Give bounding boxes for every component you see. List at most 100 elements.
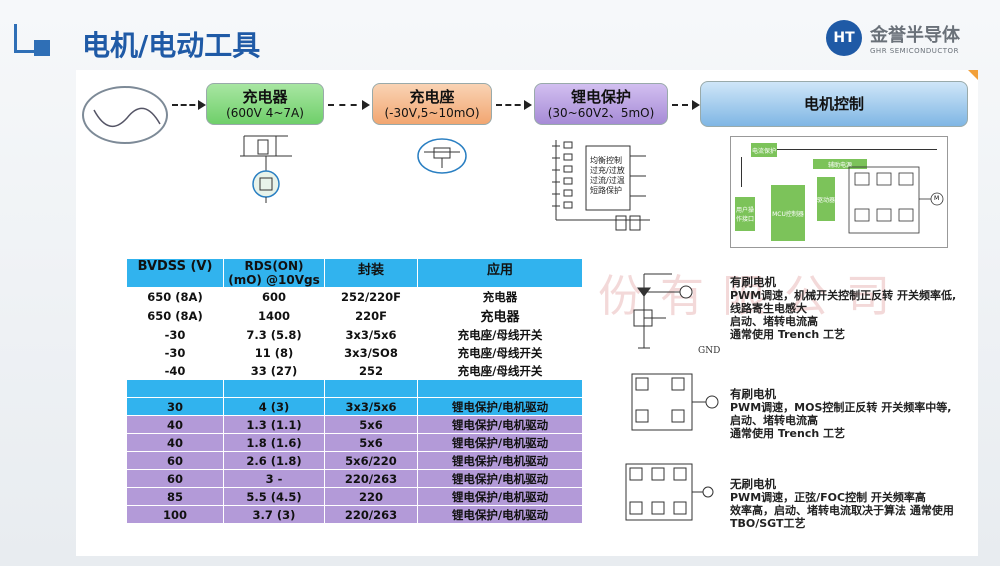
protect-label: 过充/过放: [590, 166, 625, 175]
flow-battery-protect: 锂电保护 (30~60V2、5mO): [534, 83, 668, 125]
table-cell: 3.7 (3): [223, 505, 325, 524]
flow-arrow-3: [496, 100, 532, 110]
slide-content: 充电器 (600V 4~7A) 充电座 (-30V,5~10mO) 锂电保护 (…: [76, 70, 978, 556]
table-cell: [126, 379, 224, 398]
note-title: 有刷电机: [730, 387, 776, 401]
table-cell: 5x6/220: [324, 451, 418, 470]
sine-wave-icon: [93, 107, 161, 127]
table-cell: 3x3/5x6: [324, 325, 418, 344]
table-cell: 85: [126, 487, 224, 506]
col-bvdss-label: BVDSS (V): [137, 259, 213, 274]
note-title: 有刷电机: [730, 275, 776, 289]
flow-battery-title: 锂电保护: [570, 87, 631, 106]
table-cell: 锂电保护/电机驱动: [417, 433, 583, 452]
table-cell: 220/263: [324, 469, 418, 488]
note-line: PWM调速，正弦/FOC控制 开关频率高: [730, 491, 926, 504]
flow-arrow-2: [328, 100, 370, 110]
table-cell: 锂电保护/电机驱动: [417, 469, 583, 488]
table-cell: 充电座/母线开关: [417, 343, 583, 362]
note-line: TBO/SGT工艺: [730, 517, 806, 530]
flow-arrow-1: [172, 100, 206, 110]
battery-protect-schematic: 均衡控制 过充/过放 过流/过温 短路保护: [550, 136, 660, 236]
brushed-hbridge-circuit: [631, 373, 719, 431]
table-cell: [223, 379, 325, 398]
table-cell: 5.5 (4.5): [223, 487, 325, 506]
flow-charger-sub: (600V 4~7A): [226, 105, 304, 120]
note-line: 通常使用 Trench 工艺: [730, 427, 846, 440]
flow-motor-title: 电机控制: [803, 95, 864, 113]
table-cell: 5x6: [324, 415, 418, 434]
table-cell: 锂电保护/电机驱动: [417, 415, 583, 434]
table-cell: 30: [126, 397, 224, 416]
charger-schematic-icon: [240, 135, 292, 203]
table-cell: 充电座/母线开关: [417, 325, 583, 344]
note-line: 通常使用 Trench 工艺: [730, 328, 846, 341]
note-line: PWM调速，MOS控制正反转 开关频率中等,: [730, 401, 952, 414]
table-cell: -30: [126, 325, 224, 344]
table-cell: 11 (8): [223, 343, 325, 362]
md-mcu: MCU控制器: [771, 185, 805, 241]
mosfet-spec-table: BVDSS (V) RDS(ON) (mO) @10Vgs 封装 应用 650 …: [126, 258, 583, 524]
motor-control-diagram: 电流保护 辅助电源 MCU控制器 驱动器 用户操作接口 M: [730, 136, 948, 248]
logo-en: GHR SEMICONDUCTOR: [870, 47, 959, 55]
flow-motor-control: 电机控制: [700, 81, 968, 127]
table-cell: 60: [126, 451, 224, 470]
table-cell: [417, 379, 583, 398]
col-rdson-label: RDS(ON) (mO) @10Vgs: [228, 259, 320, 287]
inverter-bridge-icon: [848, 166, 944, 234]
md-wire: [741, 157, 742, 187]
table-cell: 锂电保护/电机驱动: [417, 487, 583, 506]
note-brushed-2: 有刷电机 PWM调速，MOS控制正反转 开关频率中等, 启动、堵转电流高 通常使…: [730, 387, 952, 441]
note-line: 启动、堵转电流高: [730, 315, 818, 328]
table-cell: 充电座/母线开关: [417, 361, 583, 380]
company-logo: HT 金誉半导体 GHR SEMICONDUCTOR: [826, 20, 960, 56]
note-brushed-1: 有刷电机 PWM调速，机械开关控制正反转 开关频率低, 线路寄生电感大 启动、堵…: [730, 275, 956, 342]
page-title: 电机/电动工具: [82, 29, 261, 62]
battery-cells-icon: [552, 140, 650, 231]
flow-arrow-4: [672, 100, 700, 110]
table-cell: 650 (8A): [126, 305, 224, 326]
table-cell: 锂电保护/电机驱动: [417, 397, 583, 416]
flow-socket-title: 充电座: [409, 87, 455, 106]
protect-label: 过流/过温: [590, 176, 625, 185]
table-cell: 650 (8A): [126, 287, 224, 306]
table-cell: 5x6: [324, 433, 418, 452]
corner-accent: [968, 70, 978, 80]
table-cell: 40: [126, 415, 224, 434]
col-application: 应用: [417, 258, 583, 288]
protect-label: 短路保护: [590, 186, 622, 195]
col-bvdss: BVDSS (V): [126, 258, 224, 288]
md-ui: 用户操作接口: [735, 197, 755, 231]
table-cell: 1400: [223, 305, 325, 326]
flow-charger-title: 充电器: [242, 87, 288, 106]
col-rdson: RDS(ON) (mO) @10Vgs: [223, 258, 325, 288]
table-cell: 7.3 (5.8): [223, 325, 325, 344]
table-row: [126, 379, 583, 398]
table-cell: 3 -: [223, 469, 325, 488]
flow-charger: 充电器 (600V 4~7A): [206, 83, 324, 125]
protect-labels: 均衡控制 过充/过放 过流/过温 短路保护: [590, 156, 625, 196]
table-cell: 3x3/SO8: [324, 343, 418, 362]
table-cell: 锂电保护/电机驱动: [417, 505, 583, 524]
note-line: 线路寄生电感大: [730, 302, 807, 315]
table-cell: -40: [126, 361, 224, 380]
table-cell: [324, 379, 418, 398]
bldc-bridge-circuit: [625, 463, 714, 521]
note-line: 效率高，启动、堵转电流取决于算法 通常使用: [730, 504, 954, 517]
socket-mosfet-icon: [417, 138, 467, 174]
note-line: 启动、堵转电流高: [730, 414, 818, 427]
protect-label: 均衡控制: [590, 156, 622, 165]
table-cell: 100: [126, 505, 224, 524]
brushed-motor-switch-circuit: [633, 273, 693, 349]
title-marker: [14, 24, 43, 53]
